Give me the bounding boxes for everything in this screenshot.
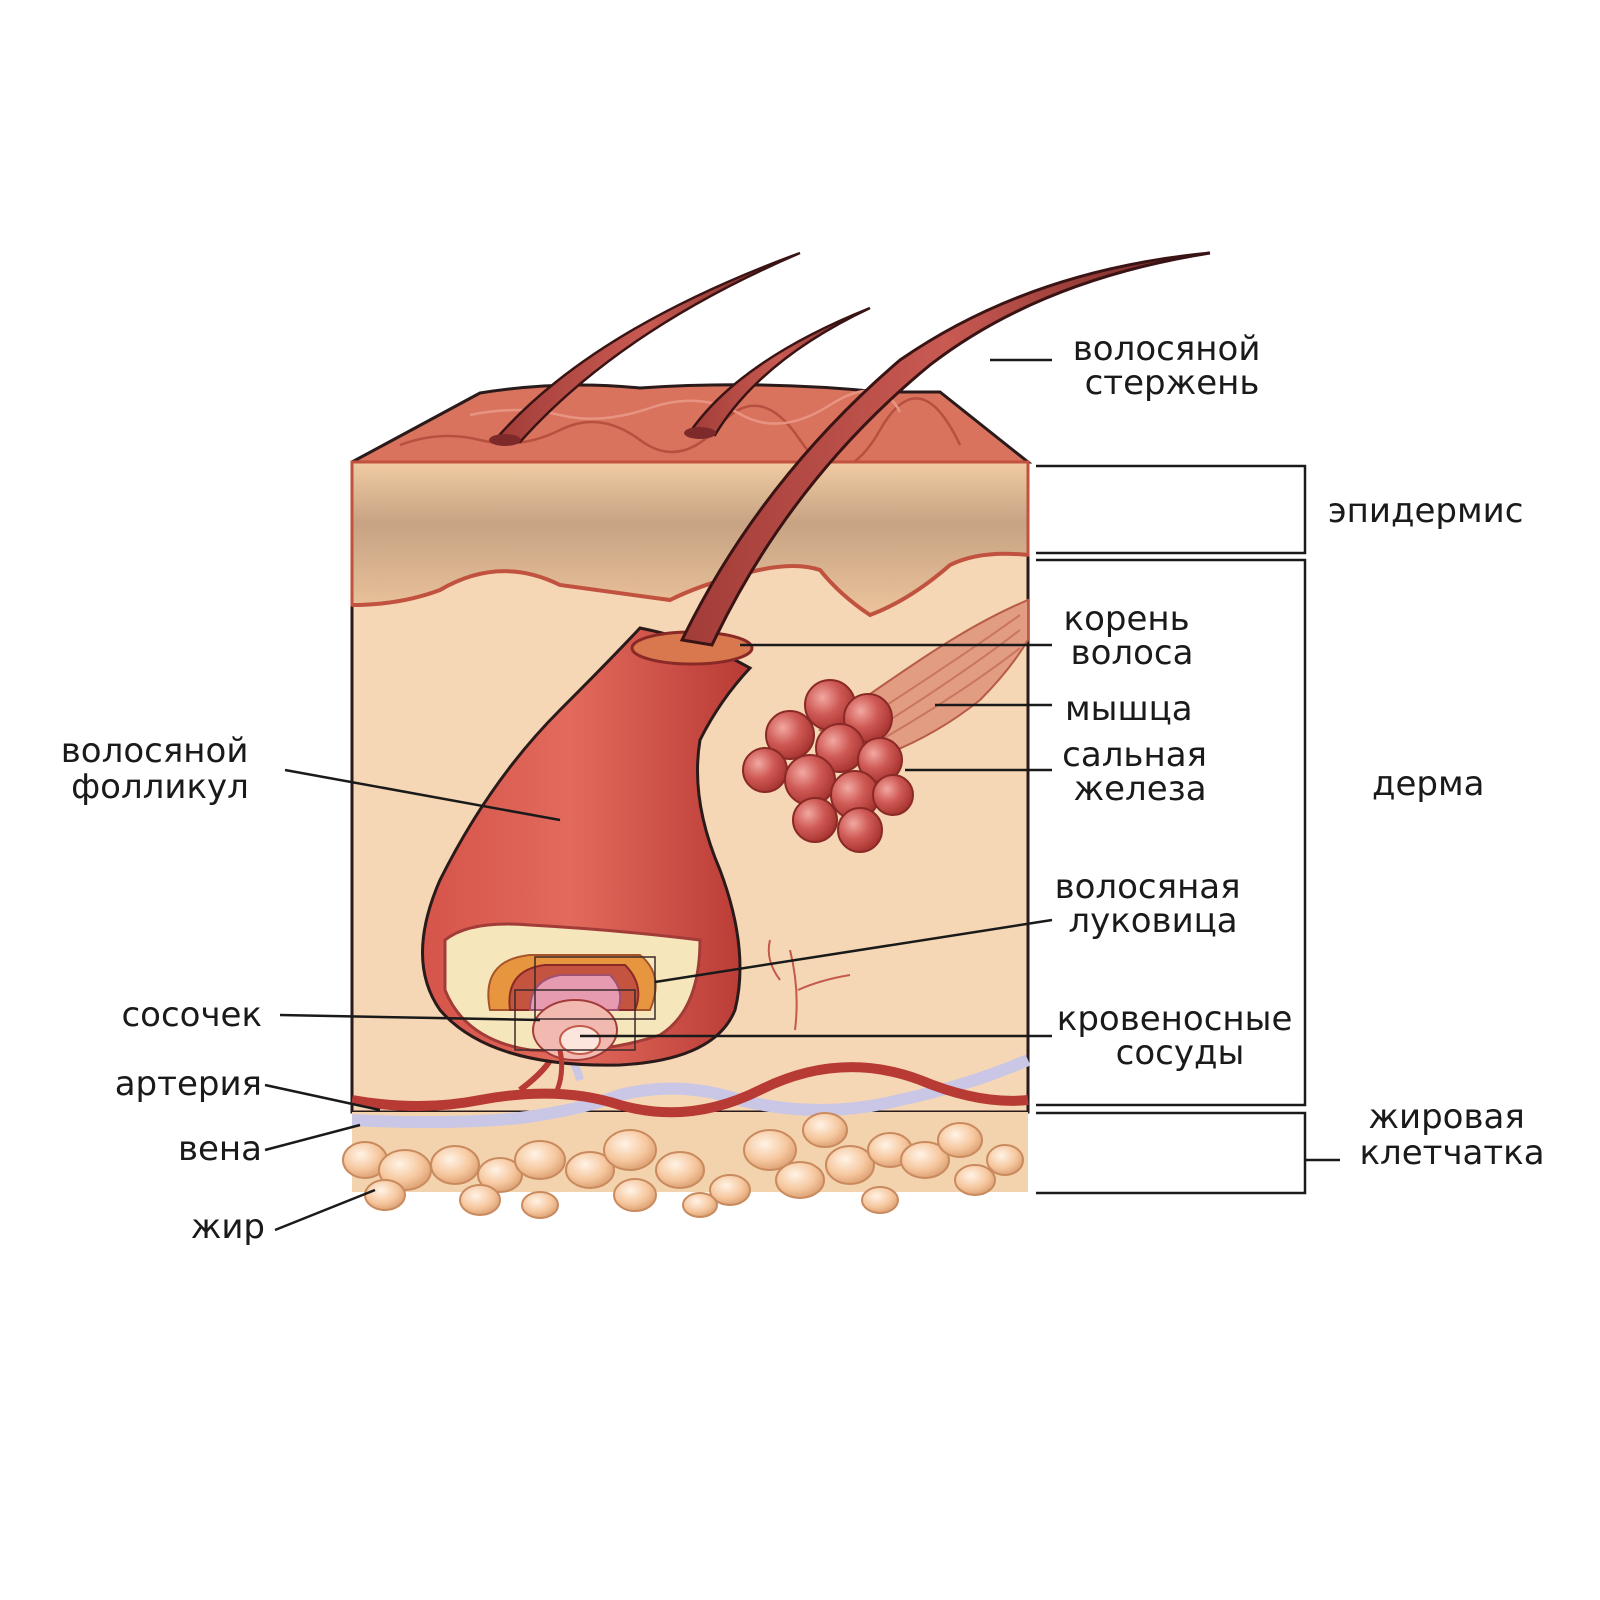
dermis-bracket: [1036, 558, 1307, 1107]
artery-leader: [264, 1083, 381, 1112]
papilla-leader: [279, 1013, 541, 1022]
fat-bracket: [1036, 1111, 1307, 1195]
label-dermis: дерма: [1372, 764, 1485, 804]
follicle-leader: [284, 768, 561, 822]
bulb-inner: [528, 974, 622, 1011]
hair-shaft-left: [492, 251, 801, 444]
fat-leader: [274, 1188, 376, 1232]
label-vein: вена: [178, 1129, 262, 1169]
vein-leader: [264, 1123, 361, 1152]
label-blood-vessels: кровеносные сосуды: [1057, 999, 1303, 1073]
capillary-2: [797, 974, 851, 991]
skin-surface-texture-2: [469, 389, 902, 425]
label-fat: жир: [191, 1207, 265, 1247]
label-sebaceous-gland: сальная железа: [1062, 735, 1218, 809]
label-muscle: мышца: [1065, 689, 1193, 729]
label-subcutaneous-fat: жировая клетчатка: [1359, 1097, 1544, 1173]
hair-shaft-main: [679, 251, 1211, 647]
skin-surface-top: [351, 383, 1033, 464]
hair-middle-base: [684, 427, 716, 439]
papilla-core: [559, 1025, 601, 1055]
artery-vessel: [351, 1062, 1029, 1118]
fat-cells: [342, 1112, 1024, 1219]
label-epidermis: эпидермис: [1328, 491, 1523, 531]
label-hair-bulb: волосяная луковица: [1055, 867, 1252, 941]
hair-left-base: [489, 434, 521, 446]
capillary-3: [767, 939, 781, 981]
label-papilla: сосочек: [121, 995, 262, 1035]
label-artery: артерия: [115, 1064, 262, 1104]
label-hair-shaft: волосяной стержень: [1073, 329, 1271, 403]
sebaceous-gland-shape: [742, 679, 914, 853]
label-hair-root: корень волоса: [1064, 599, 1201, 673]
bulb-leader: [654, 918, 1053, 984]
hair-shaft-middle: [687, 306, 871, 437]
papilla-vessel: [552, 1049, 565, 1097]
vein-vessel: [351, 1054, 1031, 1129]
capillary-1: [789, 949, 798, 1031]
epidermis-bracket: [1036, 464, 1307, 555]
dermis-top-edge: [351, 551, 1029, 618]
bulb-highlight-box: [534, 956, 656, 1020]
label-hair-follicle: волосяной фолликул: [61, 731, 259, 807]
